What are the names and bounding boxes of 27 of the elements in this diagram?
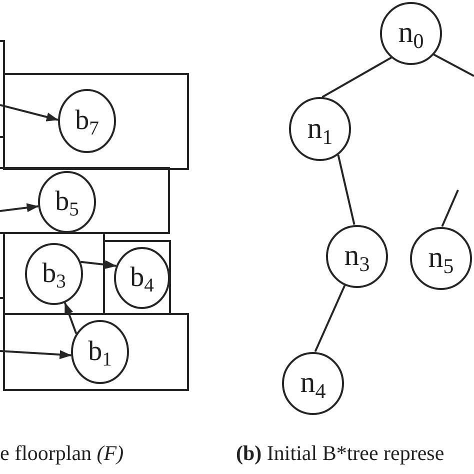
block-circle: b$_{7}$ bbox=[58, 89, 116, 153]
tree-node: n$_{3}$ bbox=[326, 224, 388, 288]
floorplan-block bbox=[3, 313, 189, 391]
block-circle: b$_{3}$ bbox=[25, 243, 83, 305]
connector-line bbox=[322, 56, 392, 98]
arrow bbox=[64, 302, 78, 334]
figure-caption: e floorplan (F) bbox=[0, 441, 124, 466]
block-circle: b$_{5}$ bbox=[38, 171, 96, 233]
tree-node: n$_{4}$ bbox=[282, 352, 344, 414]
tree-node: n$_{0}$ bbox=[380, 2, 442, 64]
floorplan-block bbox=[3, 232, 105, 315]
connector-line bbox=[314, 284, 346, 352]
connector-line bbox=[337, 154, 356, 225]
tree-node: n$_{1}$ bbox=[289, 97, 351, 161]
floorplan-block bbox=[3, 73, 189, 170]
tree-node: n$_{5}$ bbox=[410, 226, 472, 290]
floorplan-block bbox=[0, 167, 170, 234]
block-circle: b$_{1}$ bbox=[71, 320, 129, 384]
arrow bbox=[0, 104, 58, 122]
block-circle: b$_{4}$ bbox=[114, 247, 170, 309]
arrow bbox=[0, 203, 39, 212]
floorplan-block bbox=[103, 240, 171, 315]
figure-caption: (b) Initial B*tree represe bbox=[236, 441, 444, 466]
arrow bbox=[0, 350, 72, 360]
arrow bbox=[80, 260, 117, 270]
connector-line bbox=[433, 54, 474, 77]
connector-line bbox=[441, 190, 459, 227]
